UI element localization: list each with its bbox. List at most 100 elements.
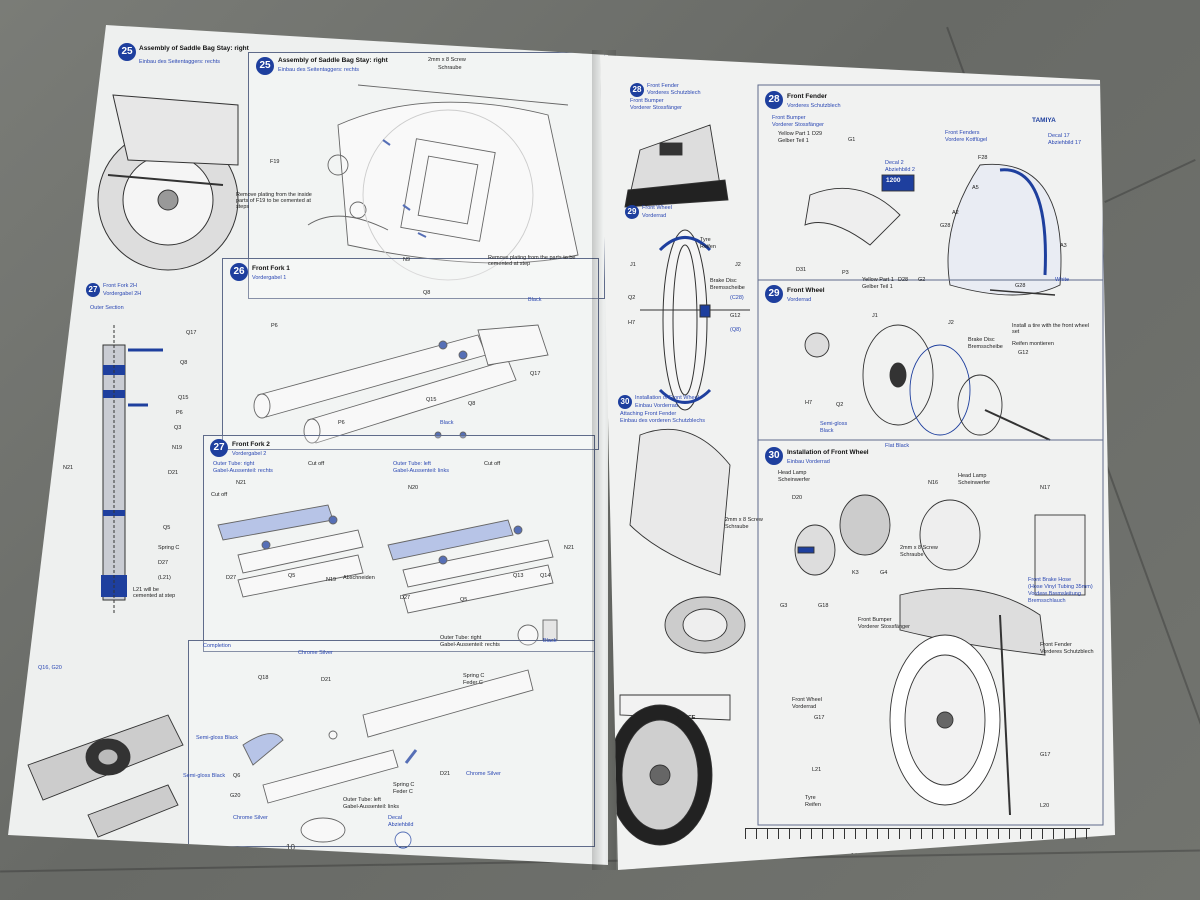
wheel-installation-drawing <box>794 494 1086 816</box>
part-label: P3 <box>842 270 849 276</box>
part-name-label: Vorderer Stossfänger <box>772 122 824 128</box>
part-label: (C28) <box>730 295 744 301</box>
color-label: Black <box>440 420 454 426</box>
step-badge: 30 <box>765 447 783 465</box>
part-label: Q8 <box>423 290 431 296</box>
part-name-label: Gabel-Aussenteil: rechts <box>440 642 500 648</box>
part-label: Q17 <box>186 330 197 336</box>
decal-text: POLICE <box>675 715 696 721</box>
step-title: Assembly of Saddle Bag Stay: right <box>278 57 388 64</box>
part-label: Q18 <box>258 675 269 681</box>
license-plate-decal: 1200 <box>886 177 901 184</box>
part-label: 2mm x 8 Screw <box>428 57 466 63</box>
part-label: H7 <box>805 400 813 406</box>
step-27-box <box>203 435 595 652</box>
color-label: Black <box>543 638 557 644</box>
step-subtitle: Einbau des Seitentaggers: rechts <box>278 67 360 73</box>
manual-left-page: 25 Assembly of Saddle Bag Stay: right Ei… <box>8 25 608 865</box>
part-label: Bremsscheibe <box>710 285 745 291</box>
part-label: Abziehbild <box>388 822 414 828</box>
part-label: Bremsschlauch <box>1028 598 1066 604</box>
part-name-label: Gabel-Aussenteil: links <box>393 468 449 474</box>
part-label: Feder C <box>463 680 483 686</box>
step-subtitle: Vorderrad <box>787 297 812 303</box>
part-label: G4 <box>880 570 888 576</box>
color-label: Semi-gloss <box>820 421 848 427</box>
part-label: N17 <box>1040 485 1051 491</box>
part-label: G20 <box>230 793 241 799</box>
part-label: Q5 <box>163 525 171 531</box>
floor-tile-line <box>1104 158 1196 204</box>
part-label: G3 <box>780 603 788 609</box>
part-label: Spring C <box>393 782 415 788</box>
section-label: Outer Section <box>90 305 124 311</box>
part-label: G17 <box>814 715 825 721</box>
part-label: Scheinwerfer <box>778 477 811 483</box>
part-label: J1 <box>872 313 878 319</box>
step-subtitle: Vorderrad <box>642 213 667 219</box>
part-label: Decal 2 <box>885 160 904 166</box>
instruction-note: Cut off <box>484 461 501 467</box>
part-name-label: Gabel-Aussenteil: rechts <box>213 468 273 474</box>
step-subtitle: Einbau Vorderrad <box>787 459 830 465</box>
saddle-bag-stay-drawing <box>307 84 579 281</box>
part-name-label: Outer Tube: right <box>440 635 482 641</box>
part-label: G17 <box>1040 752 1051 758</box>
part-name-label: Outer Tube: right <box>213 461 255 467</box>
part-label: Q15 <box>178 395 189 401</box>
part-label: Tyre <box>805 795 816 801</box>
part-label: Spring C <box>158 545 180 551</box>
part-label: Gelber Teil 1 <box>778 138 809 144</box>
color-label: Black <box>528 297 542 303</box>
step-badge: 29 <box>625 205 639 219</box>
part-label: Q2 <box>628 295 636 301</box>
part-label: Q3 <box>174 425 182 431</box>
part-label: Q17 <box>530 371 541 377</box>
part-label: Brake Disc <box>968 337 995 343</box>
part-label: D31 <box>796 267 807 273</box>
color-label: Semi-gloss Black <box>196 735 239 741</box>
color-label: White <box>1055 277 1070 283</box>
part-label: L21 <box>812 767 822 773</box>
step-title: Front Fork 2H <box>103 283 137 289</box>
part-label: Front Bumper <box>858 617 892 623</box>
part-label: (Q8) <box>730 327 741 333</box>
page-number: 10 <box>286 843 295 852</box>
instruction-note: Remove plating from the parts to be ceme… <box>488 255 576 267</box>
part-label: Front Wheel <box>792 697 822 703</box>
thumb-fender-bike-drawing <box>607 428 746 846</box>
part-label: Abziehbild 17 <box>1048 140 1082 146</box>
part-name-label: Outer Tube: left <box>393 461 431 467</box>
step-subtitle: Einbau des Seitentaggers: rechts <box>139 59 221 65</box>
part-label: Abziehbild 2 <box>885 167 915 173</box>
step-title: Installation of Front Wheel <box>787 449 869 456</box>
front-fork-1-drawing <box>253 324 549 444</box>
part-label: Q8 <box>468 401 476 407</box>
section-label: Front Bumper <box>630 98 664 104</box>
part-label: N20 <box>408 485 419 491</box>
step-badge: 25 <box>118 43 136 61</box>
part-label: D20 <box>792 495 803 501</box>
section-title: Completion <box>203 643 231 649</box>
color-label: Semi-gloss Black <box>183 773 226 779</box>
part-label: D21 <box>440 771 451 777</box>
part-label: Spring C <box>463 673 485 679</box>
part-label: Yellow Part 1 <box>778 131 810 137</box>
part-name-label: Outer Tube: left <box>343 797 381 803</box>
part-label: Vorderrad <box>792 704 817 710</box>
part-label: Reifen <box>805 802 821 808</box>
part-label: Vorderes Schutzblech <box>1040 649 1094 655</box>
part-label: Q15 <box>426 397 437 403</box>
measurement-ruler <box>745 828 1090 839</box>
instruction-note: Install a tire with the front wheel set <box>1012 323 1090 335</box>
part-label: Tyre <box>700 237 711 243</box>
part-label: P6 <box>176 410 183 416</box>
part-label: Front Brake Hose <box>1028 577 1072 583</box>
part-label: P6 <box>271 323 278 329</box>
instruction-note: Cut off <box>211 492 228 498</box>
step-badge: 27 <box>86 283 100 297</box>
step-25-box <box>248 52 605 299</box>
part-label: Q6 <box>233 773 241 779</box>
section-label: Attaching Front Fender <box>620 411 677 417</box>
